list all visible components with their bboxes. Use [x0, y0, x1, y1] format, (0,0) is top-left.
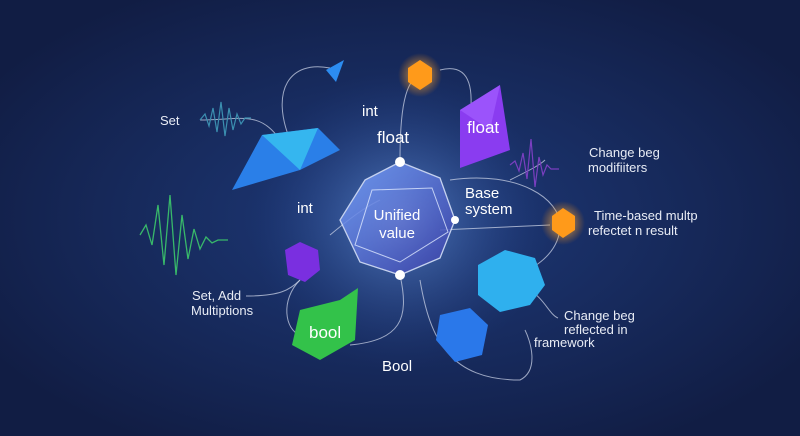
label-base-line2: system — [465, 201, 513, 218]
cyan-blob-gem — [478, 250, 545, 312]
center-label-line2: value — [379, 225, 415, 242]
label-float-top: float — [377, 128, 409, 147]
unified-value-core — [339, 157, 459, 280]
label-time-based-line1: Time-based multp — [594, 208, 698, 223]
label-bool-gem: bool — [309, 323, 341, 342]
label-set: Set — [160, 113, 180, 128]
blue-crystal-gem — [232, 128, 340, 190]
label-change-framework-line2: reflected in — [564, 322, 628, 337]
center-label-line1: Unified — [374, 207, 421, 224]
label-change-framework-line3: framework — [534, 335, 595, 350]
label-change-framework-line1: Change beg — [564, 308, 635, 323]
label-change-modifiers-line2: modifiiters — [588, 160, 648, 175]
label-change-modifiers-line1: Change beg — [589, 145, 660, 160]
orange-right-gem — [552, 208, 575, 238]
small-blue-arrow-gem — [326, 60, 344, 82]
wave-left-big — [139, 194, 228, 276]
wave-right — [509, 138, 559, 188]
label-int-top: int — [362, 103, 379, 120]
label-int-left: int — [297, 200, 314, 217]
label-float-gem: float — [467, 118, 499, 137]
label-base-line1: Base — [465, 185, 499, 202]
purple-small-gem — [285, 242, 320, 282]
label-time-based-line2: refectet n result — [588, 223, 678, 238]
label-bool-bottom: Bool — [382, 358, 412, 375]
green-bool-gem — [292, 288, 358, 360]
orange-top-gem — [408, 60, 432, 90]
label-set-add-line1: Set, Add — [192, 288, 241, 303]
wave-left-top — [199, 101, 251, 137]
label-set-add-line2: Multiptions — [191, 303, 254, 318]
blue-round-gem — [436, 308, 488, 362]
